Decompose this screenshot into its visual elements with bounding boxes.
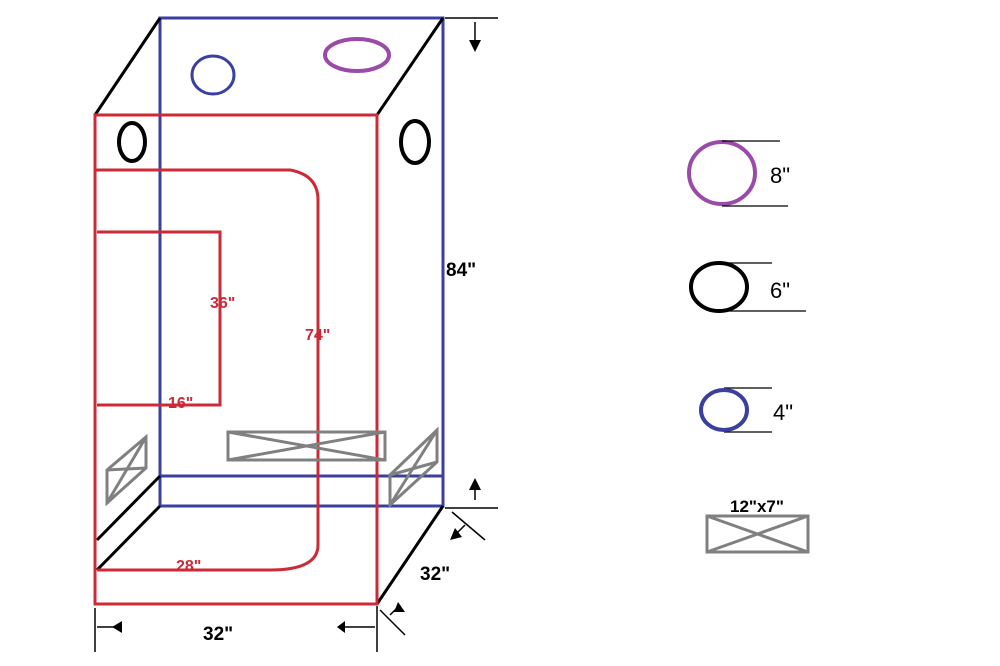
legend-port-6-icon: [689, 261, 749, 313]
legend-port-8-icon: [687, 140, 757, 206]
width-label: 32": [203, 624, 233, 645]
port-4-top: [190, 54, 236, 96]
port-6-left: [117, 121, 147, 163]
legend-vent-icon: [705, 514, 810, 554]
height-label: 84": [446, 260, 476, 281]
legend-port-8-label: 8": [770, 163, 790, 188]
vent-right: [388, 426, 439, 509]
dimension-arrows: [94, 17, 498, 652]
legend-port-4-label: 4": [773, 400, 793, 425]
vent-left: [105, 433, 148, 507]
back-frame: [158, 16, 445, 508]
legend-vent-label: 12"x7": [730, 497, 784, 516]
legend-port-6-label: 6": [770, 278, 790, 303]
port-8-top: [323, 37, 391, 73]
port-6-right: [399, 119, 431, 165]
window-height-label: 36": [210, 295, 235, 312]
legend-port-4-icon: [699, 388, 749, 432]
door-outline: [95, 168, 320, 572]
front-frame: [93, 113, 379, 606]
vent-back: [226, 430, 387, 462]
window-width-label: 16": [168, 395, 193, 412]
door-height-label: 74": [305, 327, 330, 344]
depth-label: 32": [420, 564, 450, 585]
depth-edges: [93, 17, 445, 605]
door-width-label: 28": [176, 558, 201, 575]
window-outline: [97, 230, 222, 407]
